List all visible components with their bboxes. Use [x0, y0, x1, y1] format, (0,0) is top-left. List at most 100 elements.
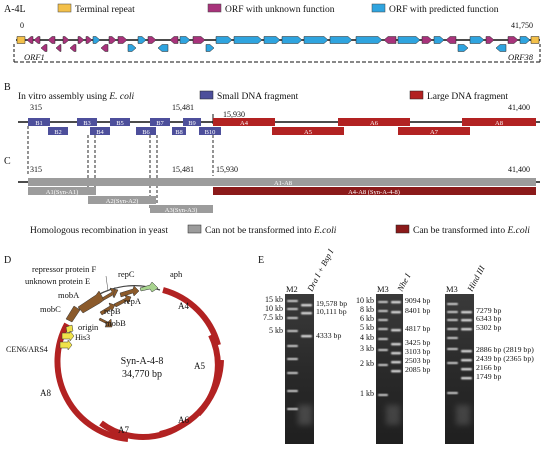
fragment-b1-label: B1 — [35, 120, 43, 127]
gel3-sample-band-6 — [461, 368, 472, 371]
orf-arrow-2 — [26, 36, 34, 44]
gel3-band-2166: 2166 bp — [476, 363, 501, 372]
mobC-arrow — [65, 305, 81, 323]
label-a6: A6 — [178, 415, 189, 425]
gel1-enzyme-label: Dra I + Bsp I — [304, 246, 336, 294]
gel1-ladder-band-3 — [287, 317, 298, 319]
fragment-b10-label: B10 — [205, 129, 216, 136]
bar-a4-a8-label: A4-A8 (Syn-A-4-8) — [348, 189, 400, 196]
orf-arrow-10 — [85, 36, 93, 44]
orf-arrow-9 — [77, 36, 85, 44]
fragment-b10 — [199, 127, 221, 135]
gel1-sample-band-3 — [301, 335, 312, 338]
bar-a1-label: A1(Syn-A1) — [46, 189, 79, 196]
fragment-a8-label: A8 — [495, 120, 503, 127]
gel3-sample-band-7 — [461, 377, 472, 380]
gel3-sample-band-3 — [461, 328, 472, 331]
gel2-ladder-band-2 — [378, 310, 388, 312]
legend-orf-unknown-swatch — [207, 3, 222, 13]
fragment-b8 — [172, 127, 186, 135]
gel2-sample-band-5 — [391, 352, 401, 355]
panel-b-coord-41400: 41,400 — [508, 103, 530, 112]
fragment-b7-label: B7 — [156, 120, 164, 127]
fragment-b3 — [77, 118, 97, 126]
mobA-arrow — [77, 290, 105, 314]
gel3-marker-label: M3 — [446, 284, 458, 294]
gel2-ladder-band-7 — [378, 364, 388, 366]
panel-c-letter: C — [4, 156, 11, 167]
gel3-ladder-band-3 — [447, 319, 458, 321]
gel2-band-8401: 8401 bp — [405, 306, 430, 315]
legend-small-fragment-label: Small DNA fragment — [217, 91, 299, 102]
gel1-sample-band-1 — [301, 304, 312, 307]
panel-b: B In vitro assembly using E. coli Small … — [4, 82, 540, 208]
fragment-b5-label: B5 — [116, 120, 124, 127]
gel1-ladder-band-5 — [287, 345, 298, 347]
orf-arrow-20 — [179, 36, 191, 44]
orf-arrow-29 — [355, 36, 383, 44]
gel1-bands — [287, 300, 312, 425]
gel1-ladder-band-1 — [287, 300, 298, 302]
orf-arrow-5 — [47, 36, 56, 44]
gel2-ladder-band-5 — [378, 338, 388, 340]
repC-arrow — [119, 285, 140, 298]
orf-arrow-31 — [397, 36, 421, 44]
fragment-b6-label: B6 — [142, 129, 150, 136]
fragment-a8 — [462, 118, 536, 126]
legend-terminal-repeat-label: Terminal repeat — [75, 5, 135, 15]
panel-b-letter: B — [4, 82, 11, 93]
fragment-b8-label: B8 — [175, 129, 183, 136]
orf-arrow-28 — [329, 36, 353, 44]
orf-arrow-23 — [215, 36, 233, 44]
gel2-ladder-band-8 — [378, 394, 388, 396]
label-mobB: mobB — [105, 318, 126, 328]
plasmid-name: Syn-A-4-8 — [121, 356, 164, 367]
legend-large-fragment-label: Large DNA fragment — [427, 91, 508, 102]
bar-a3-label: A3(Syn-A3) — [165, 207, 198, 214]
fragment-b3-label: B3 — [83, 120, 91, 127]
gel1-band-19578: 19,578 bp — [316, 299, 347, 308]
label-repC: repC — [118, 269, 135, 279]
gel3-sample-band-2 — [461, 319, 472, 322]
plasmid-size: 34,770 bp — [122, 369, 162, 380]
label-his3: His3 — [75, 333, 90, 342]
orf-last-label: ORF38 — [508, 52, 534, 62]
orf-arrow-39 — [507, 36, 519, 44]
gel2-ladder-2kb: 2 kb — [360, 359, 374, 368]
gel1-ladder-band-9 — [287, 408, 298, 410]
fragment-b5 — [110, 118, 130, 126]
panel-b-coord-15481: 15,481 — [172, 103, 194, 112]
gel2-sample-band-2 — [391, 311, 401, 314]
panel-c-caption: Homologous recombination in yeast — [30, 226, 168, 236]
gel3-smear — [456, 405, 470, 425]
fragment-b1 — [28, 118, 50, 126]
orf-arrow-6 — [55, 44, 62, 52]
legend-large-fragment-swatch — [409, 90, 424, 100]
label-aph: aph — [170, 269, 183, 279]
orf-arrow-36 — [469, 36, 485, 44]
legend-terminal-repeat-swatch — [57, 3, 72, 13]
gel3-ladder-band-7 — [447, 362, 458, 364]
bar-a4-a8 — [213, 187, 536, 195]
orf-arrow-24 — [233, 36, 263, 44]
gel3-sample-band-5 — [461, 359, 472, 362]
orf-arrow-26 — [281, 36, 303, 44]
label-mobA: mobA — [58, 290, 80, 300]
gel3-ladder-band-6 — [447, 348, 458, 350]
fragment-a4 — [213, 118, 275, 126]
gel2-smear — [386, 405, 400, 425]
gel2-ladder-3kb: 3 kb — [360, 344, 374, 353]
orf-arrow-19 — [169, 36, 179, 44]
leader-unknown — [112, 286, 116, 298]
gel1-ladder-band-8 — [287, 390, 298, 392]
gel2-band-2085: 2085 bp — [405, 365, 430, 374]
gel3-sample-band-1 — [461, 311, 472, 314]
orf-arrow-38 — [495, 44, 507, 52]
gel1-ladder-7-5kb: 7.5 kb — [263, 313, 283, 322]
fragment-b4-label: B4 — [96, 129, 104, 136]
orf-map — [16, 36, 540, 52]
gel3-band-2439: 2439 bp (2365 bp) — [476, 354, 534, 363]
legend-transformed-label: Can be transformed into E.coli — [413, 225, 530, 236]
gel3-bands — [447, 303, 472, 425]
